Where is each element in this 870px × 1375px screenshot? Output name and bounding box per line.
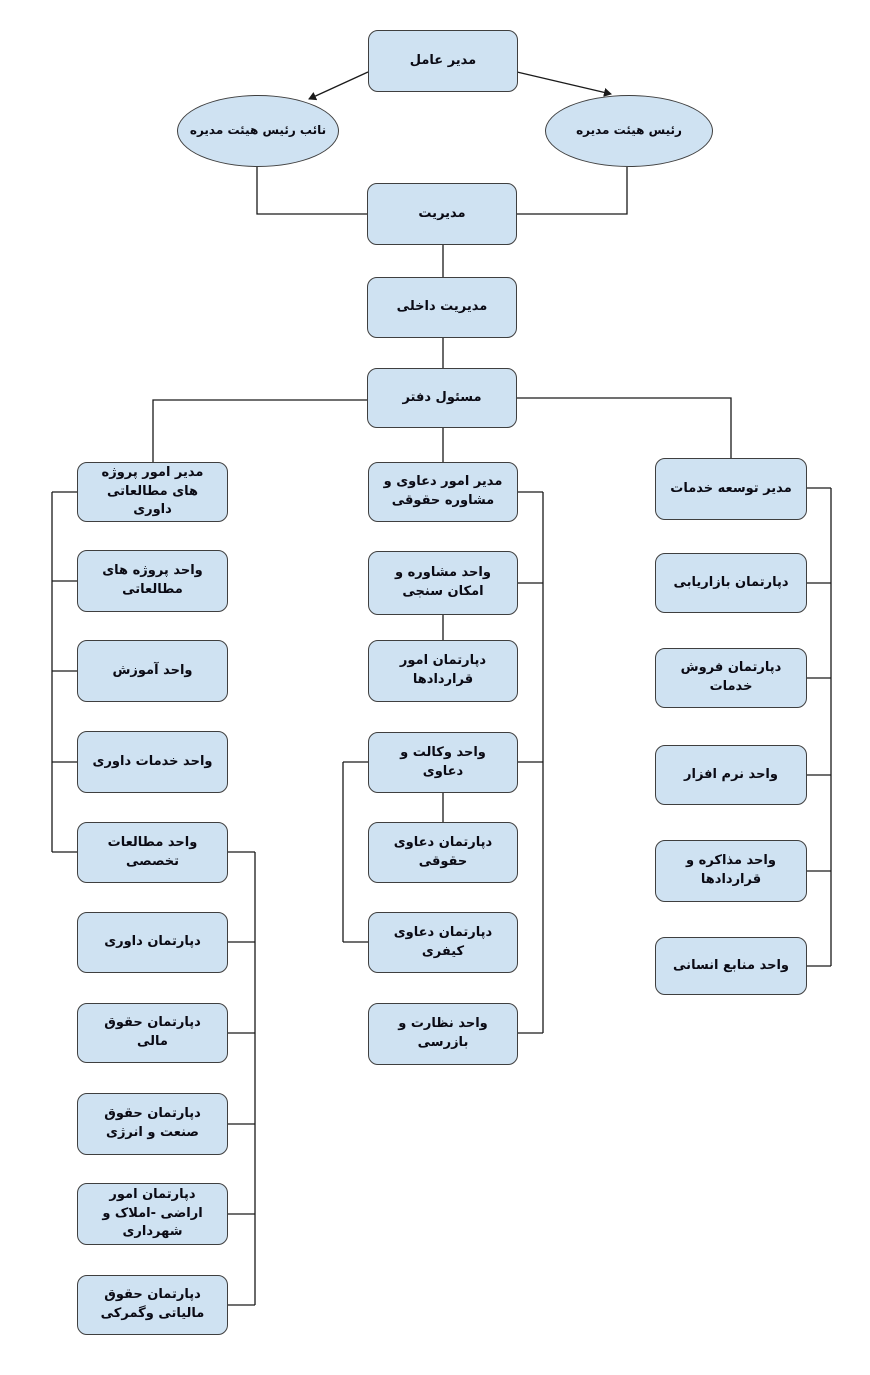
org-node-internal-management: مدیریت داخلی [367, 277, 517, 338]
org-node-service-development-manager: مدیر توسعه خدمات [655, 458, 807, 520]
org-node-training-unit: واحد آموزش [77, 640, 228, 702]
org-node-chairman: رئیس هیئت مدیره [545, 95, 713, 167]
org-node-arbitration-services-unit: واحد خدمات داوری [77, 731, 228, 793]
org-node-service-sales-department: دپارتمان فروش خدمات [655, 648, 807, 708]
org-node-arbitration-study-projects-manager: مدیر امور پروژه های مطالعاتی داوری [77, 462, 228, 522]
org-node-study-projects-unit: واحد پروژه های مطالعاتی [77, 550, 228, 612]
org-node-arbitration-department: دپارتمان داوری [77, 912, 228, 973]
org-node-office-manager: مسئول دفتر [367, 368, 517, 428]
org-node-litigation-legal-consulting-manager: مدیر امور دعاوی و مشاوره حقوقی [368, 462, 518, 522]
org-node-supervision-inspection-unit: واحد نظارت و بازرسی [368, 1003, 518, 1065]
org-node-marketing-department: دپارتمان بازاریابی [655, 553, 807, 613]
org-node-consulting-feasibility-unit: واحد مشاوره و امکان سنجی [368, 551, 518, 615]
org-node-civil-litigation-department: دپارتمان دعاوی حقوقی [368, 822, 518, 883]
org-node-criminal-litigation-department: دپارتمان دعاوی کیفری [368, 912, 518, 973]
org-node-financial-law-department: دپارتمان حقوق مالی [77, 1003, 228, 1063]
org-node-land-real-estate-municipal-department: دپارتمان امور اراضی -املاک و شهرداری [77, 1183, 228, 1245]
org-node-tax-customs-law-department: دپارتمان حقوق مالیاتی وگمرکی [77, 1275, 228, 1335]
org-node-software-unit: واحد نرم افزار [655, 745, 807, 805]
org-node-advocacy-litigation-unit: واحد وکالت و دعاوی [368, 732, 518, 793]
org-node-vice-chairman: نائب رئیس هیئت مدیره [177, 95, 339, 167]
org-node-contracts-affairs-department: دپارتمان امور قراردادها [368, 640, 518, 702]
org-node-management: مدیریت [367, 183, 517, 245]
org-node-industry-energy-law-department: دپارتمان حقوق صنعت و انرژی [77, 1093, 228, 1155]
org-node-specialized-studies-unit: واحد مطالعات تخصصی [77, 822, 228, 883]
org-node-negotiation-contracts-unit: واحد مذاکره و قراردادها [655, 840, 807, 902]
org-node-ceo: مدیر عامل [368, 30, 518, 92]
org-node-human-resources-unit: واحد منابع انسانی [655, 937, 807, 995]
